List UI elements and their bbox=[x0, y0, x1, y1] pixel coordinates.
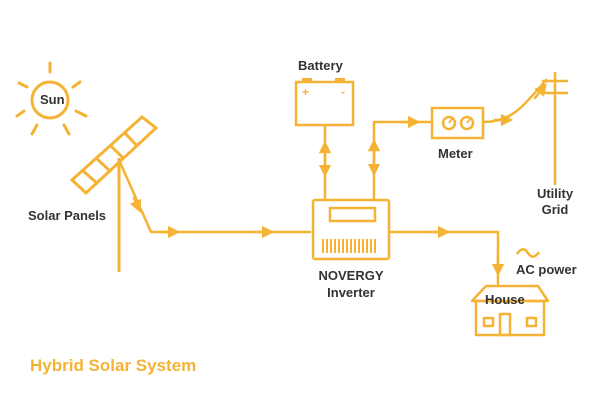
utility-pole-icon bbox=[542, 72, 568, 185]
solar-panel-icon bbox=[69, 115, 159, 272]
sun-icon bbox=[15, 61, 88, 136]
meter-label: Meter bbox=[438, 146, 473, 161]
battery-plus-sign: + bbox=[302, 85, 309, 99]
meter-icon bbox=[430, 106, 485, 140]
inverter-icon bbox=[311, 198, 391, 261]
house-icon bbox=[470, 284, 550, 337]
battery-icon bbox=[294, 78, 355, 127]
battery-minus-sign: - bbox=[341, 85, 345, 99]
utility-grid-label-line2: Grid bbox=[541, 202, 569, 217]
battery-label: Battery bbox=[298, 58, 343, 73]
ac-power-label: AC power bbox=[516, 262, 577, 277]
house-label: House bbox=[485, 292, 525, 307]
wiring bbox=[117, 78, 548, 288]
inverter-label-line2: Inverter bbox=[327, 285, 375, 300]
sun-label: Sun bbox=[40, 92, 65, 107]
solar-panels-label: Solar Panels bbox=[28, 208, 107, 223]
ac-wave-icon bbox=[515, 248, 541, 258]
utility-grid-label-line1: Utility bbox=[536, 186, 574, 201]
inverter-label-line1: NOVERGY bbox=[318, 268, 384, 283]
diagram-title: Hybrid Solar System bbox=[30, 356, 197, 375]
